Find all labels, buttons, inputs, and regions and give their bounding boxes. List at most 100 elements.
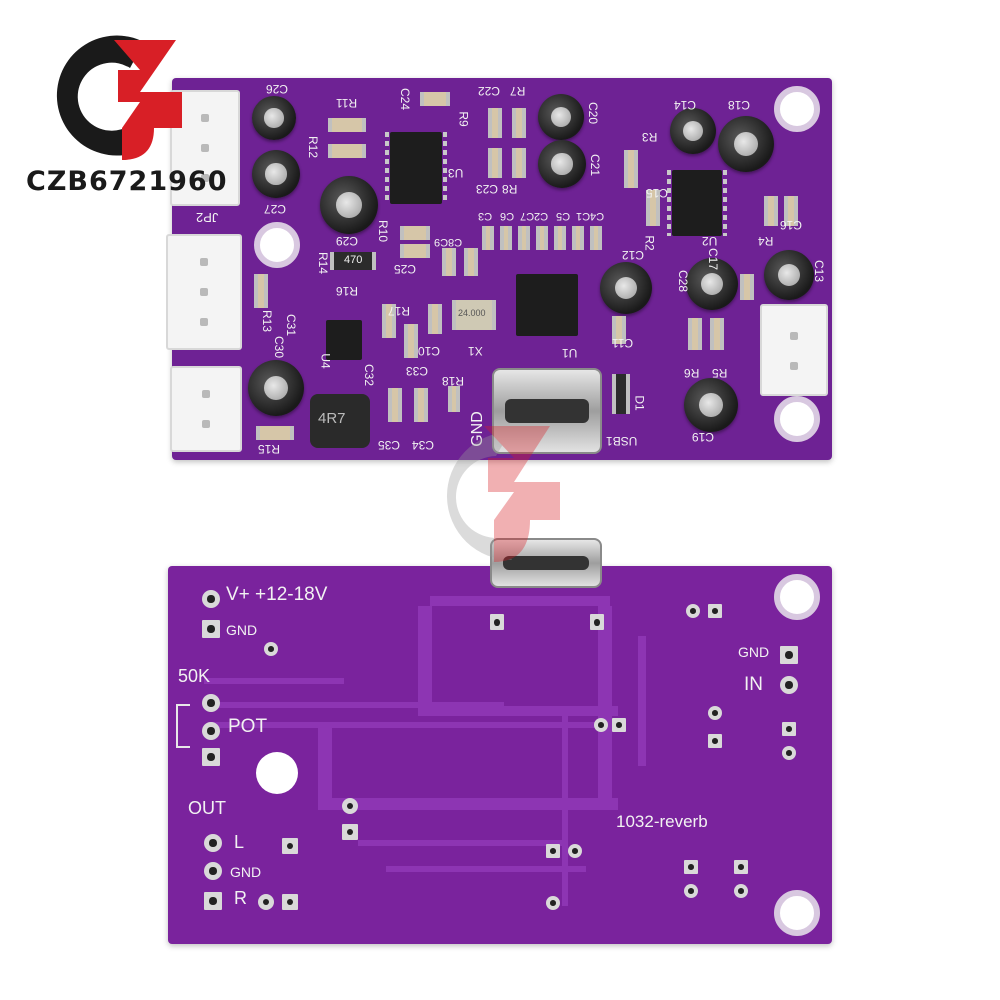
logo-z-shape [114, 40, 182, 160]
smd-component [428, 304, 442, 334]
solder-pad [202, 590, 220, 608]
solder-pad [590, 614, 604, 630]
electrolytic-capacitor [252, 150, 300, 198]
solder-pad [258, 894, 274, 910]
smd-component [518, 226, 530, 250]
smd-component [448, 386, 460, 412]
smd-component [482, 226, 494, 250]
silk-label: C4C1 [576, 210, 605, 222]
silk-label: R8 [502, 182, 518, 196]
soic-chip-u2 [667, 170, 727, 236]
power-gnd-label: GND [226, 622, 258, 638]
solder-pad [780, 676, 798, 694]
solder-pad [686, 604, 700, 618]
model-label: 1032-reverb [616, 812, 708, 831]
smd-component [488, 148, 502, 178]
silk-label: C32 [362, 363, 377, 387]
qfn-chip-u1 [516, 274, 578, 336]
smd-component [590, 226, 602, 250]
crystal-mark: 24.000 [458, 308, 486, 318]
smd-component [500, 226, 512, 250]
smd-component [612, 316, 626, 344]
electrolytic-capacitor [538, 140, 586, 188]
solder-pad [782, 722, 796, 736]
silk-label: R18 [442, 374, 465, 388]
solder-pad [780, 646, 798, 664]
solder-pad [684, 860, 698, 874]
solder-pad [342, 798, 358, 814]
silk-label: C35 [378, 438, 401, 452]
solder-pad [204, 862, 222, 880]
electrolytic-capacitor [718, 116, 774, 172]
mounting-hole [254, 222, 300, 268]
logo-c-shape [56, 35, 146, 156]
smd-component [688, 318, 702, 350]
solder-pad [708, 734, 722, 748]
in-label: IN [744, 674, 763, 695]
silk-label: R15 [258, 442, 281, 456]
in-gnd-label: GND [738, 644, 770, 660]
solder-pad [202, 722, 220, 740]
silk-label: R9 [456, 111, 471, 127]
solder-pad [282, 838, 298, 854]
silk-label: R16 [336, 284, 359, 298]
jst-connector [166, 234, 242, 350]
usb-c-port [490, 538, 602, 588]
smd-component [400, 226, 430, 240]
solder-pad [490, 614, 504, 630]
jst-connector [170, 366, 242, 452]
smd-component [328, 118, 366, 132]
smd-component [764, 196, 778, 226]
silk-label: C8C9 [434, 236, 463, 248]
smd-component [256, 426, 294, 440]
electrolytic-capacitor [600, 262, 652, 314]
center-watermark [446, 426, 560, 562]
electrolytic-capacitor [684, 378, 738, 432]
silk-label: R3 [642, 130, 658, 144]
silk-label: C29 [336, 234, 359, 248]
silk-label: C11 [612, 336, 634, 350]
usb-c-port [492, 368, 602, 454]
silk-label: C26 [266, 82, 289, 96]
solder-pad [708, 706, 722, 720]
electrolytic-capacitor [538, 94, 584, 140]
silk-label: U2 [702, 234, 718, 248]
solder-pad [546, 896, 560, 910]
smd-component [536, 226, 548, 250]
smd-component [624, 150, 638, 188]
smd-component [572, 226, 584, 250]
silk-label: C10 [418, 344, 441, 358]
solder-pad [204, 834, 222, 852]
silk-label: U3 [448, 166, 464, 180]
silk-label: USB1 [606, 434, 638, 448]
crystal-x1: 24.000 [452, 300, 496, 330]
silk-label: C14 [674, 98, 697, 112]
silk-label: C19 [692, 430, 715, 444]
electrolytic-capacitor [670, 108, 716, 154]
electrolytic-capacitor [248, 360, 304, 416]
silk-label: JP2 [196, 210, 219, 225]
silk-label: R4 [758, 234, 774, 248]
resistor-r14: 470 [330, 252, 376, 270]
silk-label: R14 [316, 251, 331, 275]
mounting-hole [774, 396, 820, 442]
silk-label: C33 [406, 364, 429, 378]
silk-label: C6 [500, 210, 515, 222]
silk-label: C28 [676, 269, 691, 293]
smd-component [442, 248, 456, 276]
electrolytic-capacitor [320, 176, 378, 234]
solder-pad [684, 884, 698, 898]
silk-label: R13 [260, 309, 275, 333]
solder-pad [612, 718, 626, 732]
smd-component [784, 196, 798, 226]
silk-label: C31 [284, 313, 299, 337]
smd-component [710, 318, 724, 350]
solder-pad [734, 860, 748, 874]
silk-label: U1 [562, 346, 578, 360]
silk-label: C22 [478, 84, 501, 98]
jst-connector [760, 304, 828, 396]
silk-label: C30 [272, 335, 287, 359]
out-label: OUT [188, 798, 226, 818]
solder-pad [708, 604, 722, 618]
